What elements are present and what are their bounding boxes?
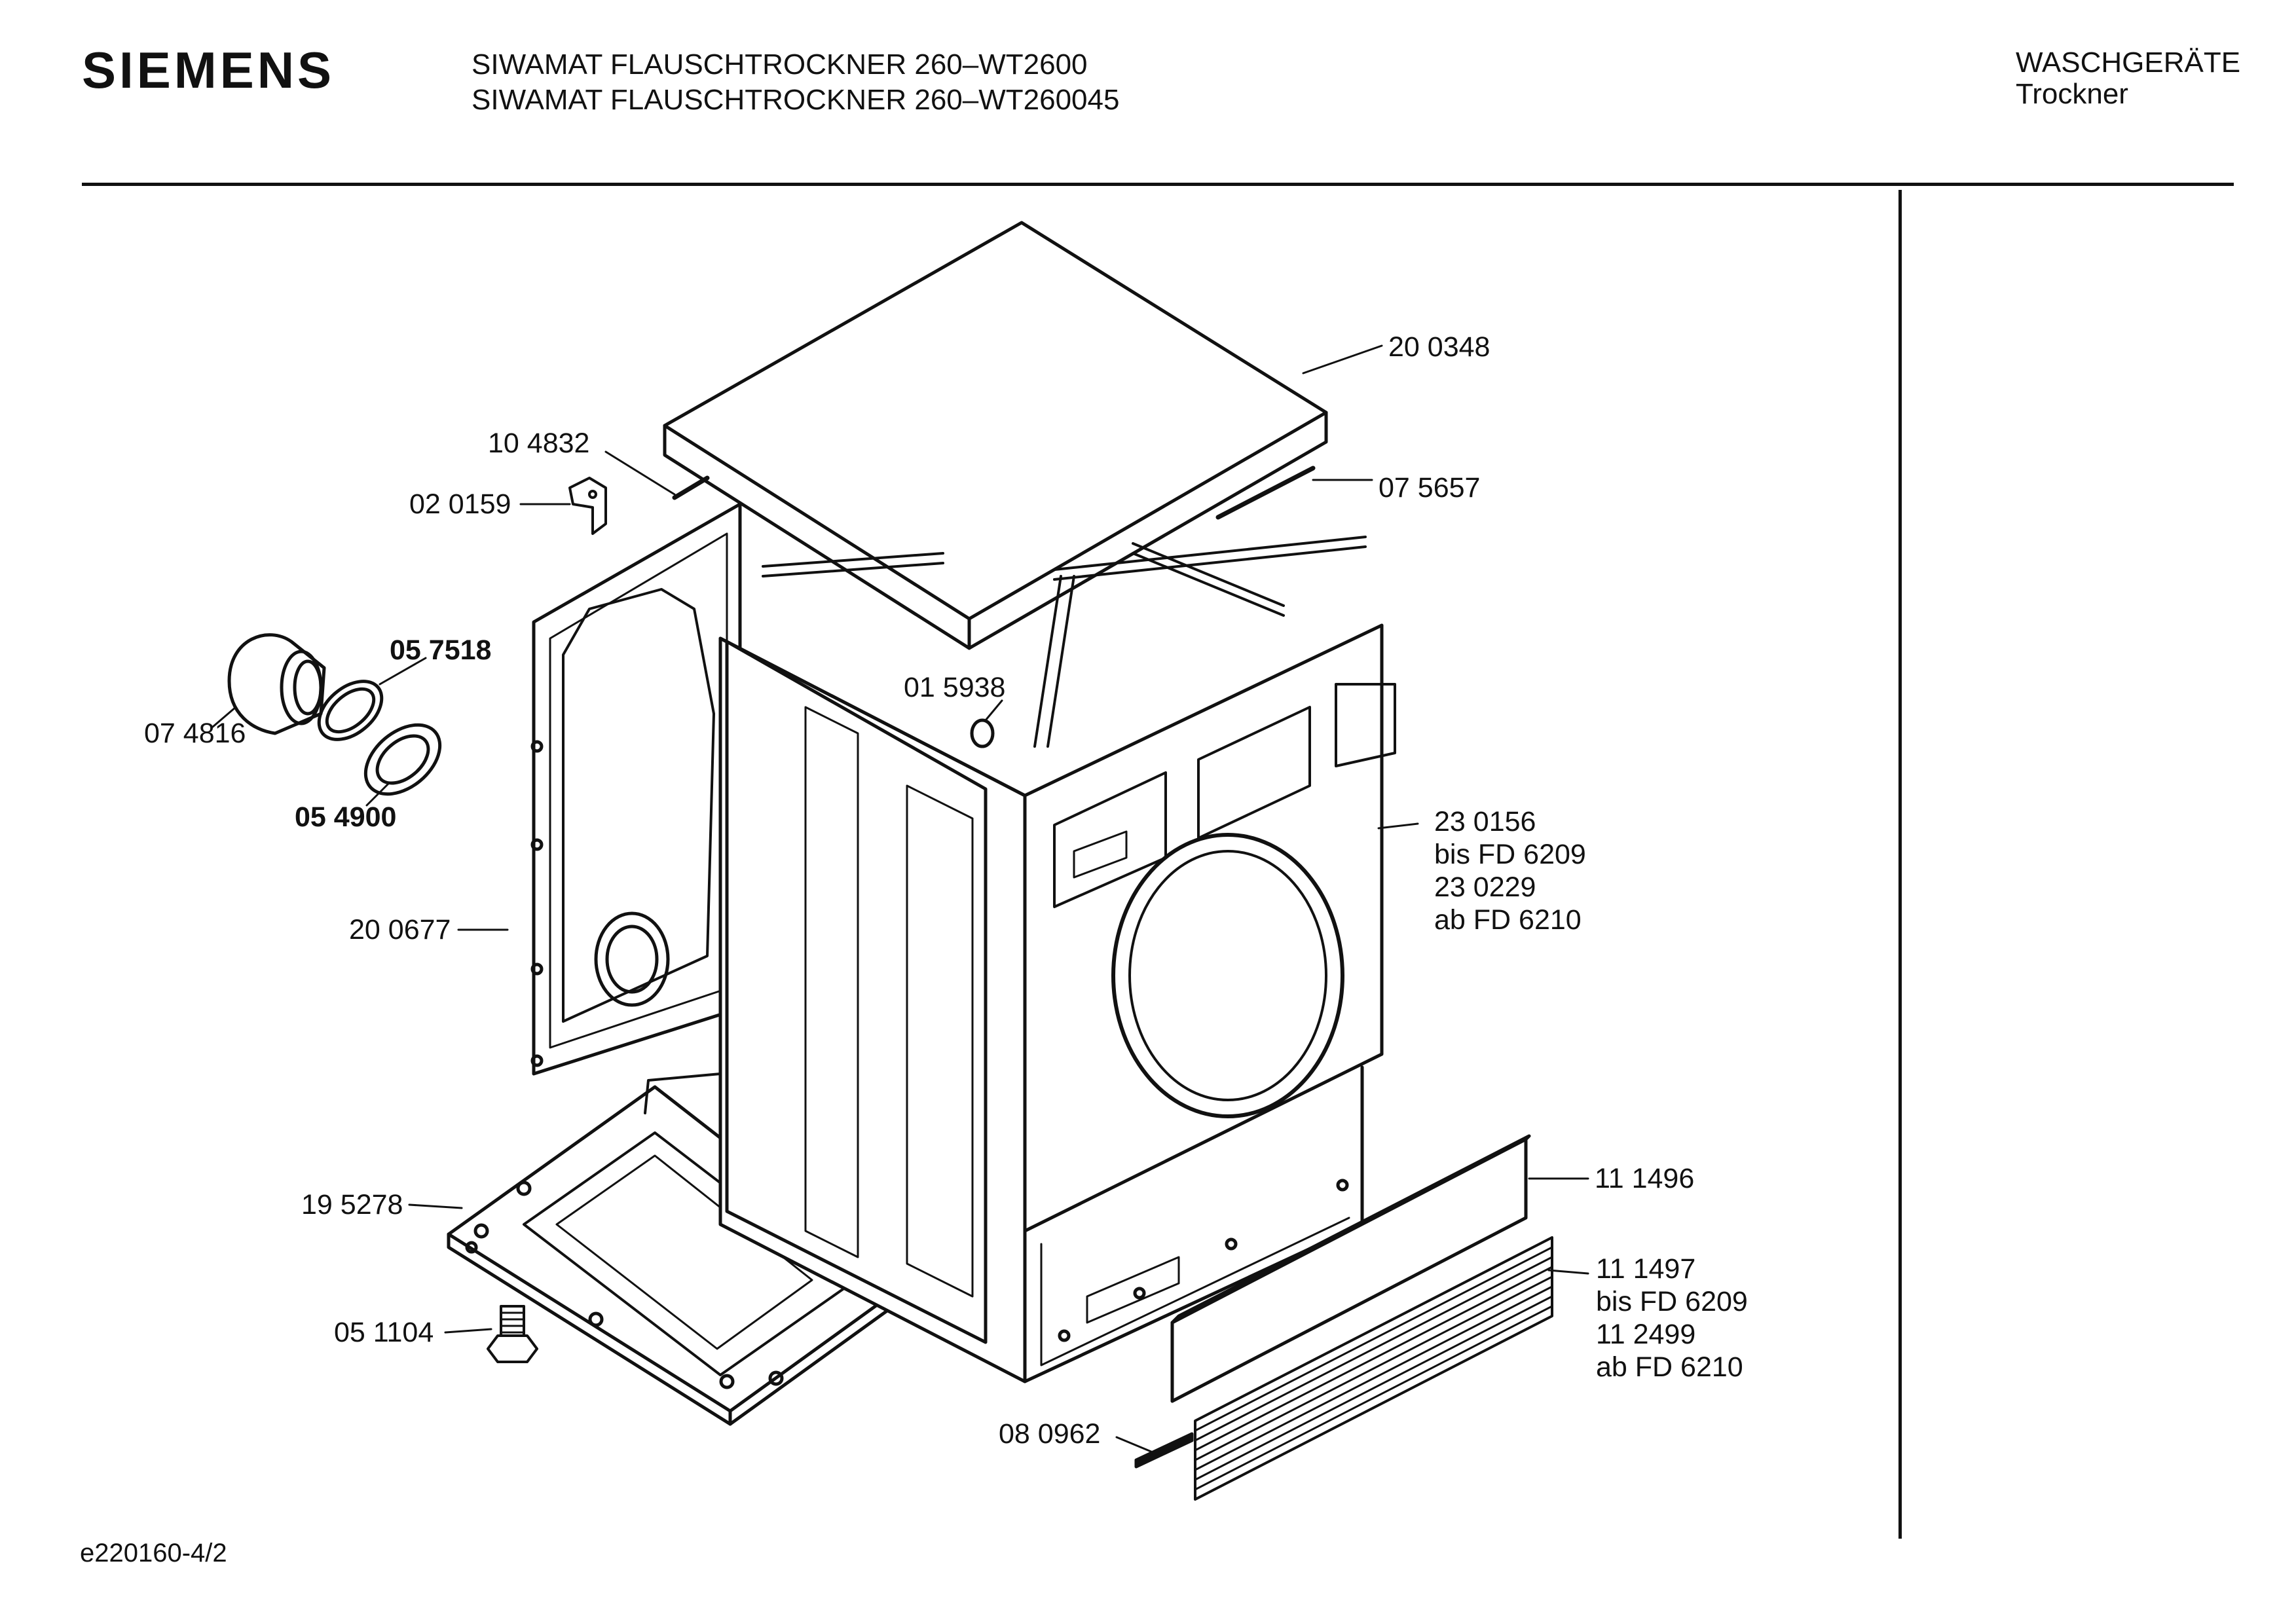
plinth-grille (1194, 1236, 1553, 1501)
category-line-1: WASCHGERÄTE (2016, 46, 2241, 79)
model-title-line-1: SIWAMAT FLAUSCHTROCKNER 260–WT2600 (472, 48, 1088, 81)
header-divider (82, 183, 2234, 186)
callout-230156-line-3: 23 0229 (1434, 871, 1536, 903)
callout-074816: 07 4816 (144, 718, 246, 749)
leader-lines (212, 344, 1589, 1455)
cap-plug (970, 718, 995, 748)
callout-230156-line-2: bis FD 6209 (1434, 839, 1586, 870)
side-panel (725, 640, 988, 1344)
callout-230156: 23 0156 bis FD 6209 23 0229 ab FD 6210 (1434, 805, 1586, 936)
callout-111496: 11 1496 (1595, 1163, 1695, 1194)
outlet-flange (363, 723, 442, 796)
callout-020159: 02 0159 (409, 488, 511, 520)
top-lid (663, 221, 1328, 650)
model-title: SIWAMAT FLAUSCHTROCKNER 260–WT2600 SIWAM… (472, 47, 1119, 118)
callout-230156-line-1: 23 0156 (1434, 806, 1536, 837)
callout-054900: 05 4900 (295, 801, 397, 833)
back-panel (530, 502, 742, 1076)
callout-200677: 20 0677 (349, 914, 451, 945)
callout-111497-line-3: 11 2499 (1596, 1319, 1696, 1350)
callout-230156-line-4: ab FD 6210 (1434, 904, 1582, 936)
callout-104832: 10 4832 (488, 428, 590, 459)
callout-057518: 05 7518 (390, 634, 492, 666)
category-label: WASCHGERÄTE Trockner (2016, 47, 2240, 110)
callout-075657: 07 5657 (1379, 472, 1481, 504)
siemens-logo: SIEMENS (82, 41, 335, 99)
plinth-front-panel (1170, 1134, 1531, 1403)
drawing-code: e220160-4/2 (80, 1539, 227, 1567)
sidebar-divider (1898, 190, 1902, 1539)
category-line-2: Trockner (2016, 78, 2128, 110)
plinth-clip (1134, 1432, 1194, 1469)
callout-111497-line-2: bis FD 6209 (1596, 1286, 1748, 1317)
callout-195278: 19 5278 (301, 1189, 403, 1220)
callout-051104: 05 1104 (334, 1317, 434, 1348)
leveling-foot (487, 1305, 538, 1363)
callout-111497: 11 1497 bis FD 6209 11 2499 ab FD 6210 (1596, 1253, 1748, 1383)
callout-111497-line-1: 11 1497 (1596, 1253, 1696, 1285)
gasket-ring (317, 680, 384, 741)
callout-080962: 08 0962 (999, 1418, 1101, 1450)
exhaust-connector (227, 633, 326, 735)
callout-111497-line-4: ab FD 6210 (1596, 1351, 1743, 1383)
support-rods (672, 466, 1367, 748)
model-title-line-2: SIWAMAT FLAUSCHTROCKNER 260–WT260045 (472, 84, 1120, 116)
callout-200348: 20 0348 (1388, 331, 1491, 363)
hinge-bracket (568, 477, 607, 535)
callout-015938: 01 5938 (904, 672, 1006, 703)
